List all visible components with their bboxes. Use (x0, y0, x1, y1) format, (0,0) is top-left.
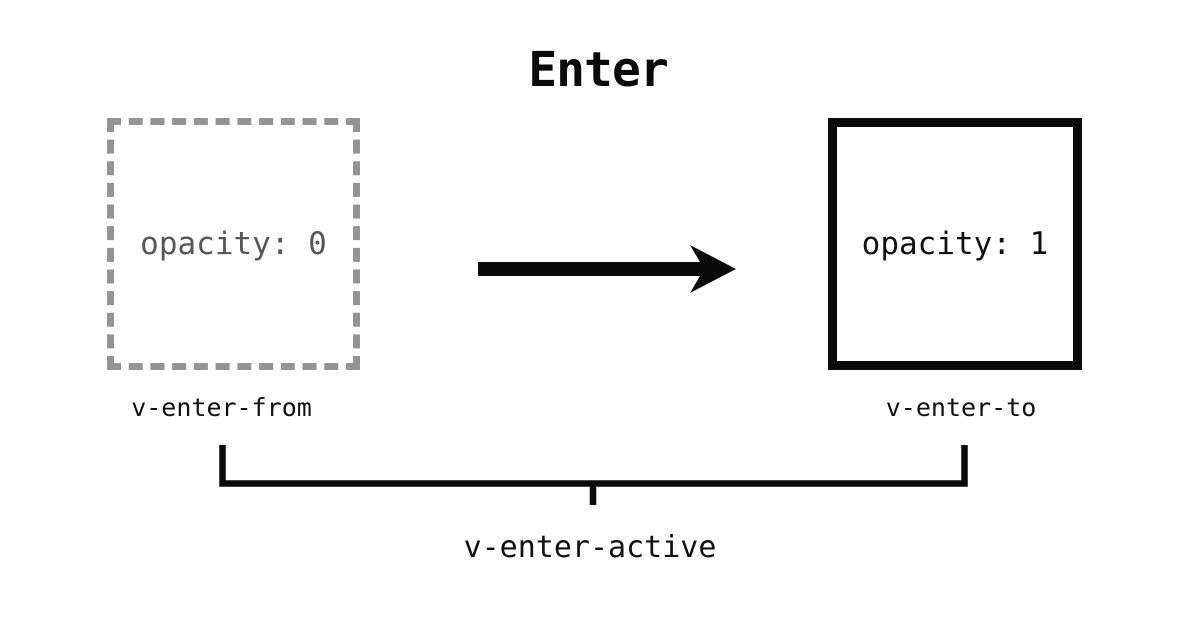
enter-to-label: v-enter-to (885, 393, 1037, 422)
enter-from-box: opacity: 0 (107, 118, 360, 370)
enter-active-label: v-enter-active (463, 530, 717, 565)
active-duration-bracket (219, 445, 968, 505)
enter-from-style-text: opacity: 0 (140, 226, 327, 262)
enter-from-label: v-enter-from (131, 393, 312, 422)
enter-to-box: opacity: 1 (828, 118, 1082, 370)
right-arrow-icon (478, 245, 736, 293)
enter-to-style-text: opacity: 1 (861, 226, 1049, 262)
diagram-title: Enter (528, 42, 669, 98)
